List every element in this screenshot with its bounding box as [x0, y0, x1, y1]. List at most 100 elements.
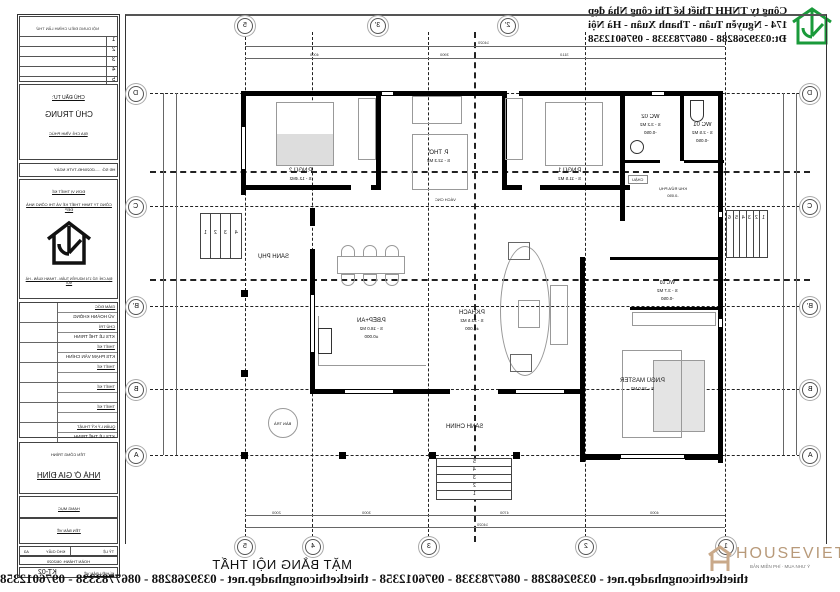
completed-row: HOÀN THÀNH: 06/2020: [19, 556, 118, 565]
owner-label: CHỦ ĐẦU TƯ:: [52, 95, 85, 101]
toilet-icon: [690, 100, 704, 122]
signature-row: THIẾT KẾ: [20, 362, 117, 382]
signature-row: THIẾT KẾ: [20, 382, 117, 402]
chair-icon: [341, 245, 355, 257]
category-box: HẠNG MỤC BẢN VẼ SƠ BỘ: [19, 496, 118, 529]
master-wardrobe-icon: [632, 312, 716, 326]
brand-tagline: BẢN MIỄN PHÍ · MUA NHƯ Ý: [750, 564, 811, 569]
dim-bottom-3: 4700: [500, 510, 509, 515]
scale-row: TỶ LỆ KHỔ GIẤY A3: [19, 546, 118, 556]
category-label: HẠNG MỤC: [57, 506, 80, 511]
designer-address: ĐỊA CHỈ: SỐ 174 NGUYỄN TUÂN - THANH XUÂN…: [25, 277, 112, 285]
chair-icon: [363, 245, 377, 257]
title-block: NỘI DUNG ĐIỀU CHỈNH LẦN THỨ 1 2 3 4 5 CH…: [17, 14, 120, 578]
dim-top-1: 4000: [310, 52, 319, 57]
grid-bubble-D-left: D: [128, 86, 144, 102]
room-label-cnc-partition: VÁCH CNC: [434, 197, 456, 202]
sheet-row: KÍ HIỆU BẢN VẼ KT-02: [19, 567, 118, 578]
grid-bubble-C-right: C: [802, 199, 818, 215]
grid-bubble-B-left: B: [128, 382, 144, 398]
grid-bubble-5: 5: [237, 18, 253, 34]
room-label-basin: CHẬU: [628, 175, 648, 184]
revision-row: 4: [20, 66, 117, 76]
dining-table-icon: [337, 256, 405, 274]
footer-watermark: thietkethicongnhadep.net - 0339268288 - …: [0, 571, 749, 586]
dim-bottom-1: 2000: [272, 510, 281, 515]
project-box: TÊN CÔNG TRÌNH NHÀ Ở GIA ĐÌNH: [19, 442, 118, 494]
grid-bubble-B-right: B: [802, 382, 818, 398]
designer-name: CÔNG TY TNHH THIẾT KẾ VÀ THI CÔNG NHÀ ĐẸ…: [25, 202, 112, 212]
grid-bubble-5b: 5: [237, 539, 253, 555]
paper-label: KHỔ GIẤY: [46, 549, 66, 554]
owner-address: ĐỊA CHỈ: VĨNH PHÚC: [49, 131, 88, 136]
altar-icon: [412, 96, 462, 124]
room-label-tea-table: BÀN TRÀ: [274, 421, 292, 426]
bed-icon: [276, 102, 334, 166]
designer-box: ĐƠN VỊ THIẾT KẾ CÔNG TY TNHH THIẾT KẾ VÀ…: [19, 179, 118, 299]
front-stairs: 5 4 3 2 1: [436, 458, 512, 500]
dim-top-total: 14020: [478, 40, 490, 45]
stove-icon: [318, 328, 332, 354]
tv-cabinet-icon: [550, 285, 568, 345]
completion-date: HOÀN THÀNH: 06/2020: [46, 559, 91, 564]
wardrobe-icon: [358, 98, 376, 160]
chair-icon: [341, 274, 355, 286]
houseviet-logo-icon: [708, 545, 732, 571]
grid-bubble-2b: 2: [578, 539, 594, 555]
chair-icon: [363, 274, 377, 286]
sofa-icon: [500, 246, 550, 376]
paper-value: A3: [24, 549, 29, 554]
grid-bubble-A-right: A: [802, 448, 818, 464]
right-stairs: 6 5 4 3 2 1: [726, 210, 768, 258]
dim-bottom-2: 3000: [362, 510, 371, 515]
grid-bubble-Bp-right: B': [802, 299, 818, 315]
grid-bubble-Bp-left: B': [128, 299, 144, 315]
designer-label: ĐƠN VỊ THIẾT KẾ: [51, 189, 86, 194]
grid-bubble-C-left: C: [128, 199, 144, 215]
rug-icon: [412, 134, 468, 190]
designer-logo-icon: [45, 220, 93, 271]
project-label: TÊN CÔNG TRÌNH: [51, 452, 86, 457]
wardrobe-icon: [505, 98, 523, 160]
grid-bubble-3p: 3': [370, 18, 386, 34]
drawing-name-label: TÊN BẢN VẼ: [56, 528, 81, 533]
dim-bottom-total: 14020: [477, 522, 489, 527]
owner-box: CHỦ ĐẦU TƯ: CHỦ TRUNG ĐỊA CHỈ: VĨNH PHÚC: [19, 84, 118, 160]
revision-table: NỘI DUNG ĐIỀU CHỈNH LẦN THỨ 1 2 3 4 5: [19, 16, 118, 86]
armchair-icon: [510, 354, 532, 372]
room-label-main-hall: SẢNH CHÍNH: [446, 424, 484, 430]
scale-label: TỶ LỆ: [102, 549, 114, 554]
revision-header: NỘI DUNG ĐIỀU CHỈNH LẦN THỨ: [35, 26, 100, 31]
drawing-name-box: TÊN BẢN VẼ: [19, 518, 118, 544]
revision-row: 1: [20, 36, 117, 46]
bed-icon: [545, 102, 603, 166]
revision-row: 5: [20, 76, 117, 86]
owner-name: CHỦ TRUNG: [44, 110, 93, 119]
chair-icon: [385, 245, 399, 257]
coffee-table-icon: [518, 300, 540, 328]
grid-bubble-4b: 4: [305, 539, 321, 555]
tea-table-icon: [268, 408, 298, 438]
drawing-frame: [125, 14, 827, 544]
master-bed-icon: [653, 360, 705, 432]
signature-row: THIẾT KẾ: [20, 402, 117, 422]
chair-icon: [385, 274, 399, 286]
revision-row: 3: [20, 56, 117, 66]
grid-bubble-A-left: A: [128, 448, 144, 464]
revision-row: 2: [20, 46, 117, 56]
dim-top-2: 3900: [440, 52, 449, 57]
master-rug-icon: [622, 350, 682, 438]
grid-bubble-3b: 3: [421, 539, 437, 555]
armchair-icon: [508, 242, 530, 260]
